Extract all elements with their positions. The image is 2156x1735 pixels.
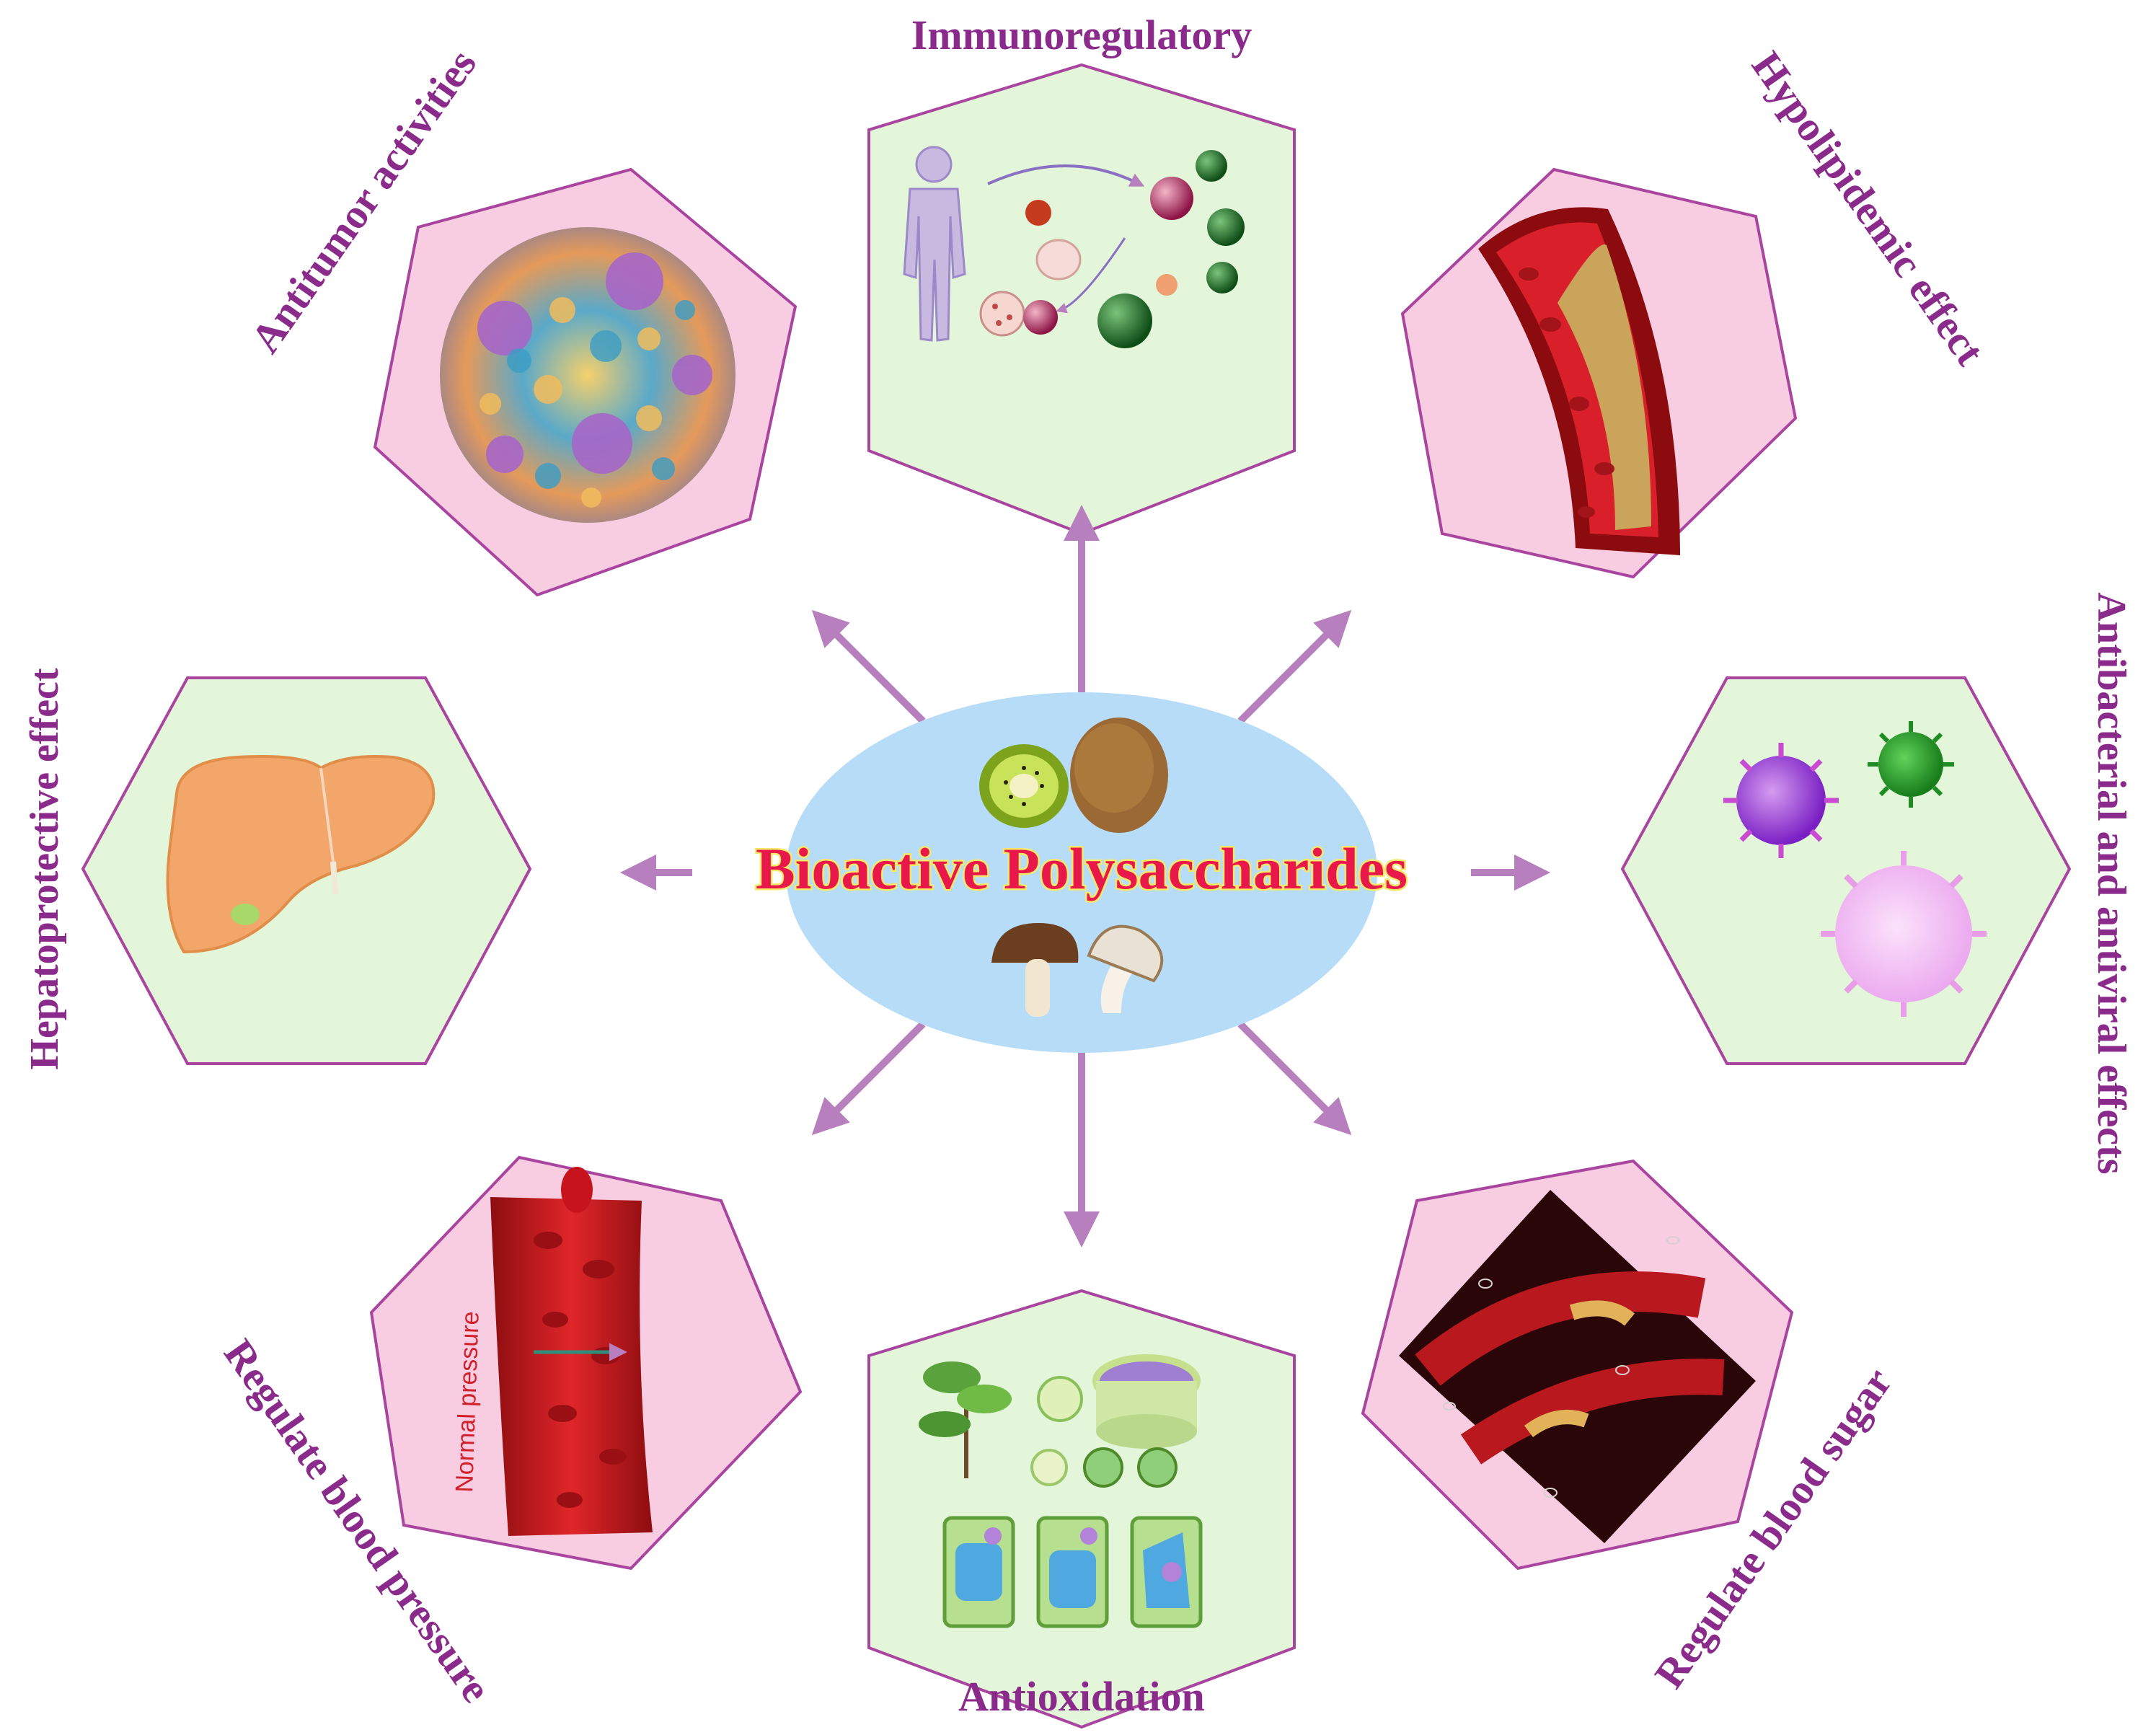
white-cell-icon [1035, 239, 1082, 281]
spotted-cell-icon [979, 291, 1025, 337]
liver-icon [166, 755, 436, 954]
orange-cell-icon [1156, 274, 1178, 296]
dark-green-cell-icon-2 [1207, 208, 1245, 246]
label-hypolipidemic: Hypolipidemic effect [1743, 43, 1994, 374]
label-hepatoprotective: Hepatoprotective effect [22, 668, 67, 1069]
arrow-down-right [1237, 1021, 1352, 1136]
dark-green-cell-icon-3 [1206, 262, 1238, 293]
pink-virus-icon [1821, 851, 1987, 1017]
purple-virus-icon [1723, 743, 1839, 858]
blood-pressure-panel: Normal pressure [369, 1155, 803, 1571]
hepatoprotective-panel [81, 676, 532, 1065]
arrow-up-right [1237, 609, 1352, 724]
dark-green-cell-icon [1196, 150, 1227, 182]
plant-icon [919, 1361, 1012, 1478]
plant-cell-icon-3 [1130, 1516, 1203, 1628]
label-immunoregulatory: Immunoregulatory [911, 12, 1252, 58]
gallbladder-icon [231, 904, 260, 925]
label-antioxidation: Antioxidation [958, 1673, 1205, 1720]
center-hub: Bioactive Polysaccharides [754, 692, 1410, 1053]
maroon-cell-icon [1023, 300, 1058, 335]
human-body-icon [903, 146, 966, 342]
effect-arrows [620, 505, 1550, 1248]
label-antibacterial: Antibacterial and antiviral effects [2089, 592, 2134, 1174]
arrow-down-left [811, 1021, 926, 1136]
center-title: Bioactive Polysaccharides [756, 836, 1408, 901]
red-cell-icon [1025, 200, 1051, 226]
stem-cylinder-icon [1092, 1354, 1201, 1449]
normal-pressure-label: Normal pressure [451, 1311, 485, 1493]
blood-vessel-pressure-icon [490, 1167, 653, 1536]
hypolipidemic-panel [1400, 167, 1798, 579]
mushroom-icon [991, 923, 1164, 1017]
stem-cross-section-icon [1037, 1376, 1083, 1422]
antibacterial-panel [1620, 676, 2072, 1065]
green-virus-icon [1868, 721, 1954, 808]
plant-cell-icon [942, 1516, 1015, 1628]
kiwi-icon [979, 718, 1168, 833]
blocked-artery-icon [1399, 1190, 1756, 1543]
maroon-cell-large-icon [1150, 177, 1193, 220]
leaf-cells-icon [1030, 1447, 1178, 1488]
blood-sugar-panel [1361, 1159, 1794, 1571]
immunoregulatory-panel [867, 63, 1296, 536]
antitumor-panel [373, 167, 798, 597]
arrow-up-left [811, 609, 926, 724]
artery-plaque-icon [1478, 207, 1680, 555]
dark-green-cell-large-icon [1097, 293, 1152, 348]
antioxidation-panel [867, 1289, 1296, 1729]
plant-cell-icon-2 [1036, 1516, 1109, 1628]
